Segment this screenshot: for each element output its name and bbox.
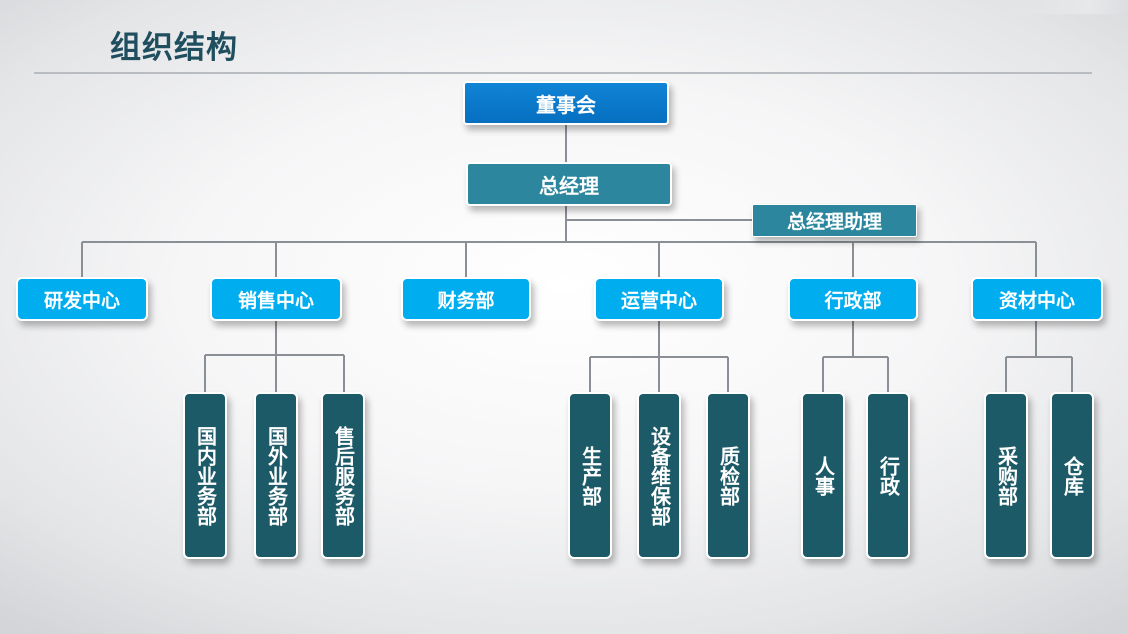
gm-assistant-node: 总经理助理 xyxy=(752,204,917,237)
dept-sales-center: 销售中心 xyxy=(210,277,342,321)
slide-title: 组织结构 xyxy=(110,30,238,66)
general-manager-node: 总经理 xyxy=(466,162,672,206)
corner-decoration xyxy=(998,0,1128,14)
sub-production: 生产部 xyxy=(568,392,612,559)
dept-operations-center: 运营中心 xyxy=(594,277,724,321)
sub-overseas-business: 国外业务部 xyxy=(254,392,298,559)
sub-equipment-maintenance: 设备维保部 xyxy=(637,392,681,559)
dept-administration: 行政部 xyxy=(788,277,918,321)
sub-warehouse: 仓库 xyxy=(1050,392,1094,559)
sub-human-resources: 人事 xyxy=(801,392,845,559)
title-divider xyxy=(34,72,1092,74)
dept-materials-center: 资材中心 xyxy=(971,277,1103,321)
dept-finance: 财务部 xyxy=(401,277,531,321)
sub-quality-inspection: 质检部 xyxy=(706,392,750,559)
sub-domestic-business: 国内业务部 xyxy=(183,392,227,559)
board-node: 董事会 xyxy=(463,81,669,125)
sub-procurement: 采购部 xyxy=(984,392,1028,559)
sub-after-sales: 售后服务部 xyxy=(321,392,365,559)
dept-rnd-center: 研发中心 xyxy=(16,277,148,321)
sub-administration: 行政 xyxy=(866,392,910,559)
